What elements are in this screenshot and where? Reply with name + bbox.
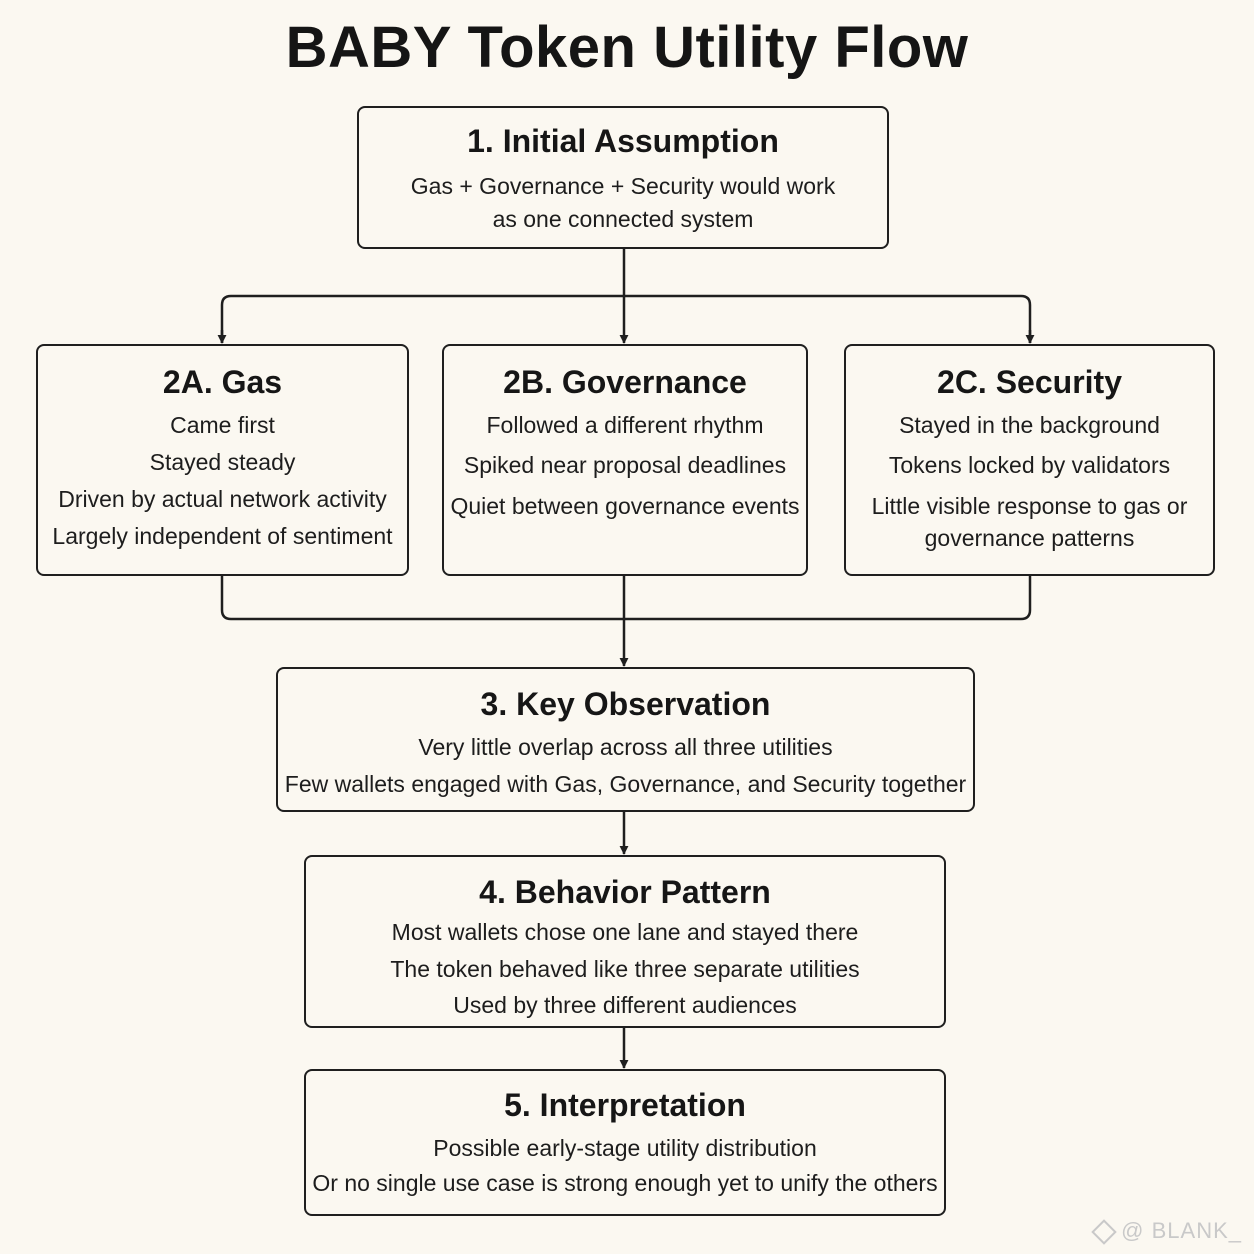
security-line-1: Stayed in the background xyxy=(899,412,1160,439)
key-observation-box: 3. Key Observation Very little overlap a… xyxy=(276,667,975,812)
key-observation-heading: 3. Key Observation xyxy=(480,686,771,722)
governance-line-3: Quiet between governance events xyxy=(450,493,800,520)
brand-diamond-icon xyxy=(1091,1219,1117,1245)
behavior-line-3: Used by three different audiences xyxy=(453,992,797,1019)
behavior-pattern-heading: 4. Behavior Pattern xyxy=(479,874,771,910)
interpretation-line-1: Possible early-stage utility distributio… xyxy=(433,1135,817,1162)
gas-line-4: Largely independent of sentiment xyxy=(52,523,393,550)
diagram-title: BABY Token Utility Flow xyxy=(285,15,969,80)
gas-line-1: Came first xyxy=(170,412,275,439)
security-line-3: Little visible response to gas or xyxy=(871,493,1188,520)
initial-assumption-heading: 1. Initial Assumption xyxy=(467,123,779,159)
watermark-text: @ BLANK_ xyxy=(1121,1218,1242,1243)
connector-split-bar xyxy=(220,294,1032,343)
gas-line-3: Driven by actual network activity xyxy=(58,486,387,513)
security-box: 2C. Security Stayed in the background To… xyxy=(844,344,1215,576)
governance-heading: 2B. Governance xyxy=(503,364,747,400)
observation-line-2: Few wallets engaged with Gas, Governance… xyxy=(284,771,967,798)
gas-line-2: Stayed steady xyxy=(149,449,296,476)
security-heading: 2C. Security xyxy=(937,364,1122,400)
initial-assumption-box: 1. Initial Assumption Gas + Governance +… xyxy=(357,106,889,249)
watermark: @ BLANK_ xyxy=(1091,1218,1242,1245)
behavior-pattern-box: 4. Behavior Pattern Most wallets chose o… xyxy=(304,855,946,1028)
interpretation-line-2: Or no single use case is strong enough y… xyxy=(312,1170,938,1197)
interpretation-heading: 5. Interpretation xyxy=(504,1087,746,1123)
security-line-2: Tokens locked by validators xyxy=(888,452,1171,479)
initial-line-1: Gas + Governance + Security would work xyxy=(410,173,836,200)
security-line-4: governance patterns xyxy=(924,525,1135,552)
governance-line-1: Followed a different rhythm xyxy=(486,412,764,439)
behavior-line-2: The token behaved like three separate ut… xyxy=(390,956,860,983)
behavior-line-1: Most wallets chose one lane and stayed t… xyxy=(391,919,859,946)
connector-merge-bar xyxy=(220,576,1032,621)
gas-box: 2A. Gas Came first Stayed steady Driven … xyxy=(36,344,409,576)
governance-box: 2B. Governance Followed a different rhyt… xyxy=(442,344,808,576)
gas-heading: 2A. Gas xyxy=(162,364,283,400)
initial-line-2: as one connected system xyxy=(492,206,754,233)
governance-line-2: Spiked near proposal deadlines xyxy=(463,452,787,479)
interpretation-box: 5. Interpretation Possible early-stage u… xyxy=(304,1069,946,1216)
observation-line-1: Very little overlap across all three uti… xyxy=(418,734,833,761)
